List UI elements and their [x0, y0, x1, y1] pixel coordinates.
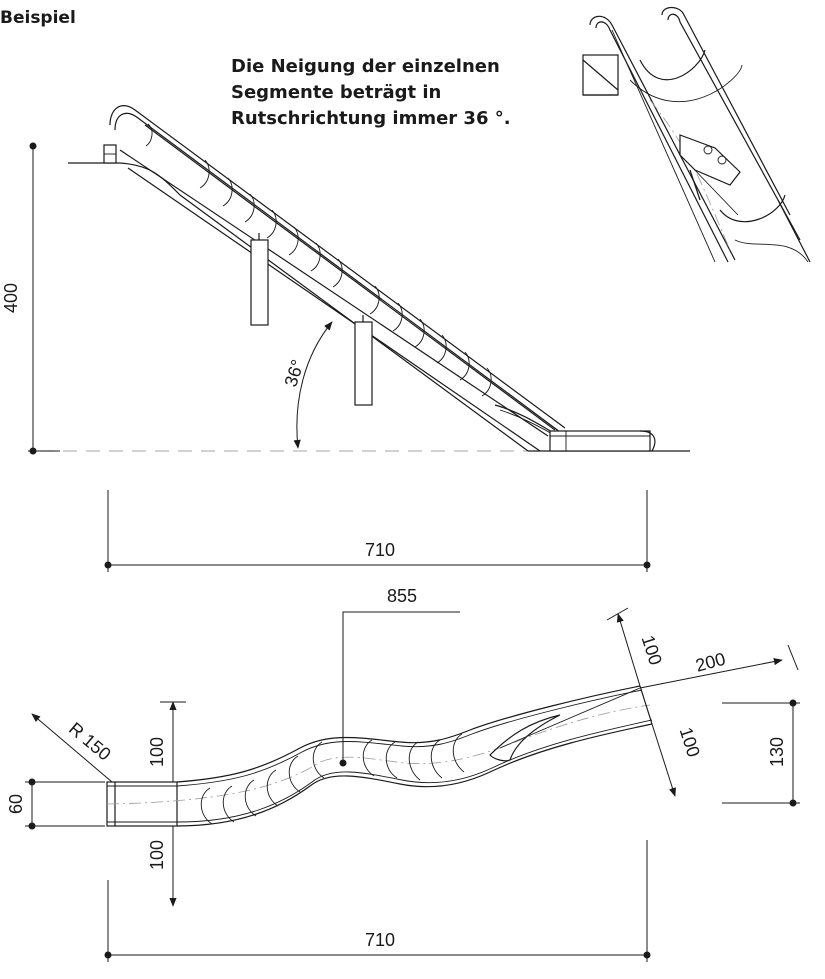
title-text: Beispiel	[0, 8, 76, 28]
side-length-label: 710	[365, 540, 395, 560]
side-view: 400 36° 710	[1, 105, 690, 572]
exit-runout	[489, 714, 561, 762]
runout-curve	[494, 404, 553, 433]
exit-width-label: 130	[767, 737, 787, 767]
slide-chute-edge	[144, 124, 556, 431]
detail-view	[582, 6, 811, 263]
slide-length-leader	[342, 611, 460, 763]
slide-bottom-edge	[119, 162, 529, 452]
exit-upper-label: 100	[638, 633, 666, 668]
exit-length-arrow	[639, 658, 783, 689]
top-length-label: 710	[365, 930, 395, 950]
slide-outline-lower	[176, 723, 653, 827]
angle-arc	[293, 321, 333, 449]
top-segments	[200, 733, 465, 825]
slide-length-label: 855	[387, 586, 417, 606]
slide-outline-upper	[176, 685, 641, 783]
slide-underside	[127, 167, 541, 452]
height-label: 400	[1, 283, 21, 313]
upper-offset-label: 100	[147, 737, 167, 767]
exit-lower-arrow	[651, 723, 676, 797]
radius-label: R 150	[65, 718, 115, 764]
note-line-2: Segmente beträgt in	[231, 82, 441, 103]
top-view: 855 R 150 60 100 100 100 100 200 130	[6, 586, 800, 962]
radius-leader	[31, 713, 113, 783]
angle-label: 36°	[281, 357, 308, 389]
exit-curl	[639, 430, 656, 452]
slope-note: Die Neigung der einzelnen Segmente beträ…	[231, 56, 511, 129]
support-post-2	[354, 321, 373, 406]
slide-segments	[199, 159, 492, 397]
slide-top-rail-inner	[114, 112, 561, 433]
exit-lower-label: 100	[676, 725, 704, 760]
exit-section	[549, 430, 651, 452]
entry-section-end	[145, 123, 153, 147]
note-line-3: Rutschrichtung immer 36 °.	[231, 108, 511, 129]
entry-width-label: 60	[6, 794, 26, 814]
support-post-1	[250, 239, 269, 326]
lower-offset-label: 100	[147, 840, 167, 870]
slide-top-rail	[109, 105, 566, 429]
note-line-1: Die Neigung der einzelnen	[231, 56, 500, 77]
slide-centerline	[106, 704, 651, 805]
exit-upper-arrow	[616, 613, 641, 687]
slide-chute-edge-2	[119, 149, 549, 437]
